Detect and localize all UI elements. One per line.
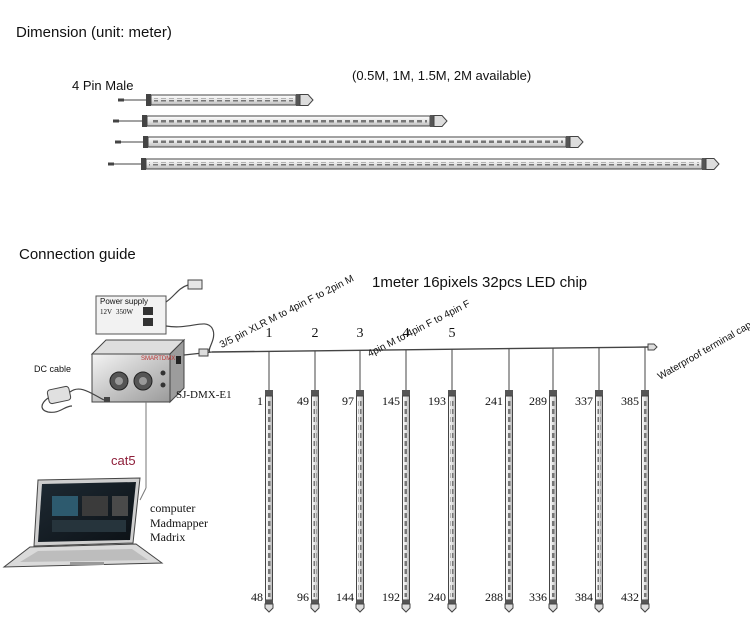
segment-number: 3	[356, 326, 364, 341]
tube-end-cap-icon	[548, 603, 558, 613]
connection-title: Connection guide	[19, 246, 136, 263]
tube-end-cap-icon	[504, 603, 514, 613]
tube-top-connector	[448, 390, 456, 396]
tube-top-connector	[549, 390, 557, 396]
dimension-tube-1m	[113, 115, 448, 127]
tube-bottom-connector	[402, 600, 410, 604]
pixel-start-label: 145	[382, 394, 400, 408]
tube-end-cap-icon	[310, 603, 320, 613]
tube-top-connector	[311, 390, 319, 396]
tube-bottom-connector	[549, 600, 557, 604]
tube-bottom-connector	[505, 600, 513, 604]
pixel-start-label: 289	[529, 394, 547, 408]
pixel-end-label: 384	[575, 590, 593, 604]
tube-top-connector	[402, 390, 410, 396]
laptop-graphic	[2, 477, 164, 568]
tube-top-connector	[641, 390, 649, 396]
pixel-end-label: 432	[621, 590, 639, 604]
pixel-end-label: 336	[529, 590, 547, 604]
pixel-start-label: 385	[621, 394, 639, 408]
tube-top-connector	[356, 390, 364, 396]
led-chip-strip	[358, 399, 362, 597]
led-chip-strip	[643, 399, 647, 597]
dc-cable-graphic	[41, 385, 110, 413]
controller-brand: SMARTDMX	[141, 356, 176, 362]
pixel-end-label: 192	[382, 590, 400, 604]
led-chip-strip	[551, 399, 555, 597]
led-chip-strip	[313, 399, 317, 597]
power-supply-label: Power supply	[100, 297, 149, 306]
dimension-title: Dimension (unit: meter)	[16, 24, 172, 41]
segment-number: 1	[265, 326, 273, 341]
tube-bottom-connector	[311, 600, 319, 604]
led-chip-strip	[404, 399, 408, 597]
cat5-label: cat5	[111, 453, 136, 468]
pixel-start-label: 1	[257, 394, 263, 408]
tube-end-cap-icon	[401, 603, 411, 613]
tube-top-connector	[505, 390, 513, 396]
pixel-end-label: 48	[251, 590, 263, 604]
segment-number: 2	[311, 326, 319, 341]
computer-label: computer	[150, 501, 196, 515]
tube-bottom-connector	[448, 600, 456, 604]
chip-info: 1meter 16pixels 32pcs LED chip	[372, 274, 588, 291]
availability-note: (0.5M, 1M, 1.5M, 2M available)	[352, 68, 532, 83]
controller-label: SJ-DMX-E1	[176, 389, 232, 401]
tube-bottom-connector	[641, 600, 649, 604]
dc-cable-label: DC cable	[34, 364, 72, 374]
segment-number: 5	[448, 326, 456, 341]
pixel-start-label: 97	[342, 394, 354, 408]
dimension-tube-2m	[108, 158, 720, 170]
tube-end-cap-icon	[264, 603, 274, 613]
tube-top-connector	[265, 390, 273, 396]
tube-end-cap-icon	[447, 603, 457, 613]
tube-end-cap-icon	[640, 603, 650, 613]
segment-number: 4	[402, 326, 410, 341]
software-madmapper: Madmapper	[150, 516, 208, 530]
led-chip-strip	[267, 399, 271, 597]
led-chip-strip	[450, 399, 454, 597]
dimension-tube-1-5m	[115, 136, 584, 148]
tube-end-cap-icon	[594, 603, 604, 613]
power-supply-graphic	[95, 279, 215, 353]
tube-bottom-connector	[356, 600, 364, 604]
tube-end-cap-icon	[355, 603, 365, 613]
power-spec-voltage: 12V	[100, 308, 113, 316]
pixel-start-label: 241	[485, 394, 503, 408]
led-chip-strip	[507, 399, 511, 597]
dimension-tube-0-5m	[118, 94, 314, 106]
led-chip-strip	[597, 399, 601, 597]
pixel-start-label: 49	[297, 394, 309, 408]
plug-label: 4 Pin Male	[72, 78, 134, 93]
tube-top-connector	[595, 390, 603, 396]
software-madrix: Madrix	[150, 530, 186, 544]
tube-bottom-connector	[265, 600, 273, 604]
main-data-line	[211, 346, 649, 353]
tube-drop-group	[264, 343, 658, 613]
tube-bottom-connector	[595, 600, 603, 604]
pixel-end-label: 144	[336, 590, 354, 604]
pixel-end-label: 240	[428, 590, 446, 604]
dmx-controller-graphic	[90, 338, 213, 404]
waterproof-cap-icon	[647, 343, 658, 351]
pixel-end-label: 288	[485, 590, 503, 604]
pixel-start-label: 337	[575, 394, 593, 408]
power-spec-watt: 350W	[116, 308, 134, 316]
pixel-end-label: 96	[297, 590, 309, 604]
power-plug-icon	[187, 279, 203, 290]
pixel-start-label: 193	[428, 394, 446, 408]
